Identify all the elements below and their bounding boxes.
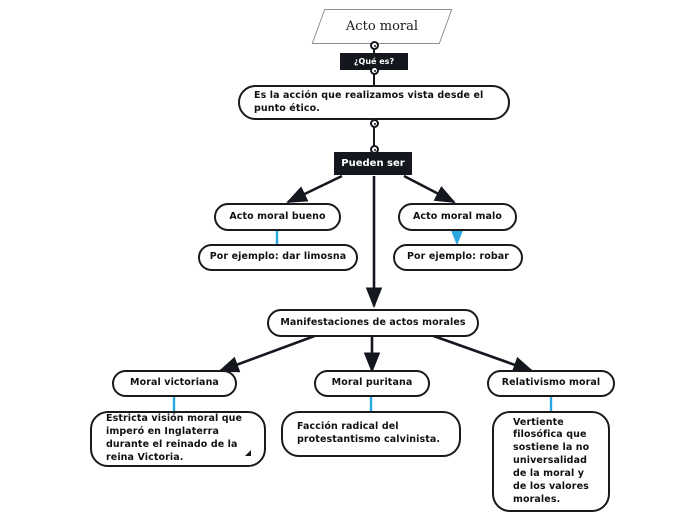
node-moral-victoriana[interactable]: Moral victoriana	[112, 370, 237, 397]
node-definition[interactable]: Es la acción que realizamos vista desde …	[238, 85, 510, 120]
connector-pin-puedenser-top[interactable]	[370, 145, 379, 154]
node-desc-relativismo-label: Vertiente filosófica que sostiene la no …	[513, 416, 590, 505]
link-manifestaciones-to-relativismo	[427, 332, 534, 373]
resize-handle-icon[interactable]	[245, 450, 251, 456]
node-manifestaciones[interactable]: Manifestaciones de actos morales	[267, 309, 479, 337]
link-manifestaciones-to-victoriana	[218, 332, 321, 373]
node-definition-label: Es la acción que realizamos vista desde …	[254, 89, 484, 114]
node-desc-victoriana-label: Estricta visión moral que imperó en Ingl…	[106, 413, 243, 463]
link-puedenser-to-acto-malo	[403, 174, 456, 204]
node-moral-puritana[interactable]: Moral puritana	[314, 370, 430, 397]
node-ejemplo-bueno-label: Por ejemplo: dar limosna	[209, 251, 347, 263]
connector-pin-root[interactable]	[370, 41, 379, 50]
node-desc-victoriana[interactable]: Estricta visión moral que imperó en Ingl…	[90, 411, 266, 467]
node-relativismo-moral[interactable]: Relativismo moral	[487, 370, 615, 397]
node-ejemplo-malo[interactable]: Por ejemplo: robar	[393, 244, 523, 271]
node-acto-moral-malo-label: Acto moral malo	[412, 210, 503, 222]
node-manifestaciones-label: Manifestaciones de actos morales	[280, 316, 466, 328]
connector-pin-quees-bottom[interactable]	[370, 66, 379, 75]
node-acto-moral-malo[interactable]: Acto moral malo	[398, 203, 517, 231]
relation-chip-pueden-ser[interactable]: Pueden ser	[334, 152, 412, 175]
node-moral-victoriana-label: Moral victoriana	[130, 377, 219, 389]
node-acto-moral-bueno[interactable]: Acto moral bueno	[214, 203, 341, 231]
node-ejemplo-malo-label: Por ejemplo: robar	[406, 251, 510, 263]
node-ejemplo-bueno[interactable]: Por ejemplo: dar limosna	[198, 244, 358, 271]
root-node-label: Acto moral	[345, 19, 419, 34]
relation-chip-que-es[interactable]: ¿Qué es?	[340, 53, 408, 70]
node-desc-relativismo[interactable]: Vertiente filosófica que sostiene la no …	[492, 411, 610, 512]
root-node-acto-moral[interactable]: Acto moral	[311, 9, 453, 44]
node-moral-puritana-label: Moral puritana	[331, 377, 413, 389]
node-desc-puritana-label: Facción radical del protestantismo calvi…	[297, 421, 441, 445]
node-relativismo-moral-label: Relativismo moral	[501, 377, 601, 389]
node-acto-moral-bueno-label: Acto moral bueno	[229, 210, 326, 222]
connector-pin-definition-bottom[interactable]	[370, 119, 379, 128]
node-desc-puritana[interactable]: Facción radical del protestantismo calvi…	[281, 411, 461, 457]
link-puedenser-to-acto-bueno	[286, 174, 343, 204]
